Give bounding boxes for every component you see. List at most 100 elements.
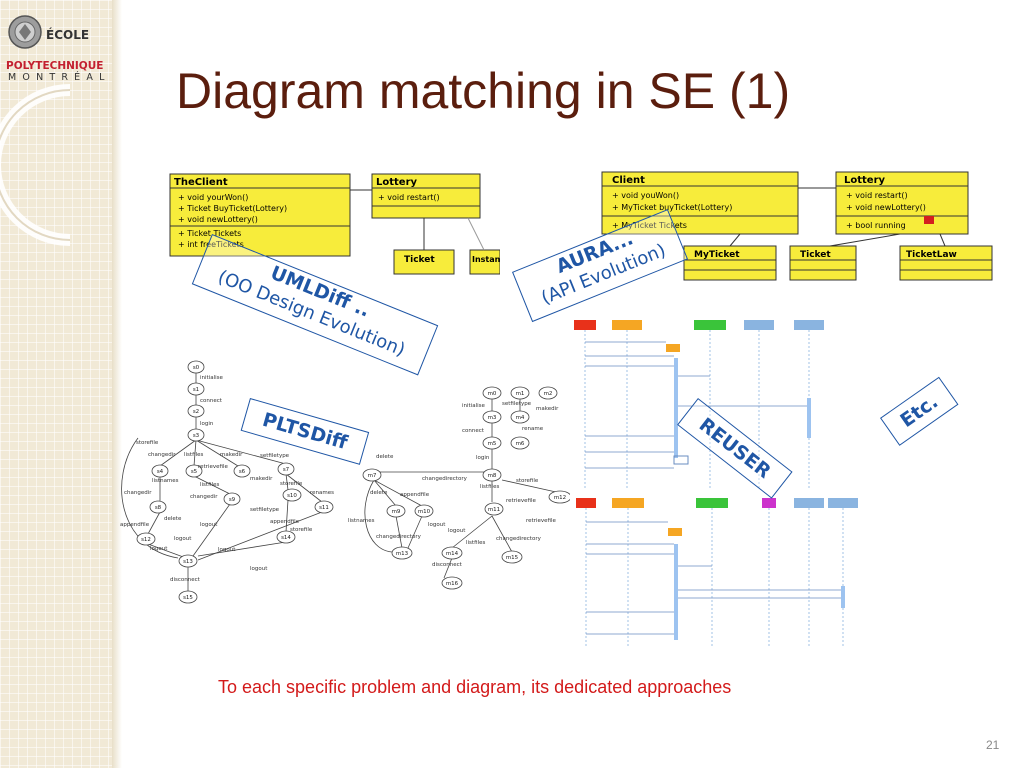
lts-left-state: s5 bbox=[191, 469, 198, 475]
uml-ticket-right-name: Ticket bbox=[800, 250, 831, 260]
lts-right-edge-label: changedirectory bbox=[376, 534, 422, 540]
sequence-diagram-bottom bbox=[570, 494, 870, 650]
uml-client-name: Client bbox=[612, 175, 645, 186]
lts-right-state: m3 bbox=[488, 415, 497, 421]
lts-right-state: m15 bbox=[506, 555, 519, 561]
lts-left-state: s2 bbox=[193, 409, 199, 415]
uml-class-ticket: Ticket bbox=[393, 249, 455, 275]
uml-class-ticket-right: Ticket bbox=[789, 245, 857, 281]
lts-right-edge-label: listfiles bbox=[466, 540, 485, 546]
page-number: 21 bbox=[986, 738, 1000, 752]
lts-right-edge-label: listnames bbox=[348, 518, 375, 524]
lts-right-state: m12 bbox=[554, 495, 566, 501]
lts-right-edge-label: changedirectory bbox=[422, 476, 468, 482]
lts-right-edge-label: listfiles bbox=[480, 484, 499, 490]
lts-left-edge-label: changedir bbox=[124, 490, 152, 496]
crest-icon bbox=[8, 15, 42, 49]
lts-left-edge-label: makedir bbox=[250, 476, 273, 482]
lts-left-edge-label: logout bbox=[200, 522, 218, 528]
lts-right-edge-label: retrievefile bbox=[506, 498, 536, 504]
lts-left-edge-label: retrievefile bbox=[198, 464, 228, 470]
decorative-arcs bbox=[0, 84, 71, 246]
uml-ticket-name: Ticket bbox=[404, 255, 435, 265]
lts-right-state: m1 bbox=[516, 391, 525, 397]
slide-title: Diagram matching in SE (1) bbox=[176, 63, 791, 119]
logo-polytechnique: POLYTECHNIQUE bbox=[6, 60, 104, 72]
lts-left-state: s4 bbox=[157, 469, 164, 475]
lts-left-state: s3 bbox=[193, 433, 200, 439]
lts-left-state: s8 bbox=[155, 505, 162, 511]
lts-right-edge-label: logout bbox=[428, 522, 446, 528]
uml-diagram-right: Client + void youWon() + MyTicket buyTic… bbox=[601, 171, 993, 281]
slide-tagline: To each specific problem and diagram, it… bbox=[218, 677, 732, 697]
lts-right-state: m0 bbox=[488, 391, 497, 397]
lts-right-edge-label: makedir bbox=[536, 406, 559, 412]
logo-montreal: MONTRÉAL bbox=[8, 72, 111, 83]
lts-right-state: m9 bbox=[392, 509, 401, 515]
lts-right-state: m11 bbox=[488, 507, 500, 513]
uml-class-lottery: Lottery + void restart() bbox=[371, 173, 481, 219]
lts-left-edge-label: logout bbox=[218, 547, 236, 553]
uml-myticket-name: MyTicket bbox=[694, 250, 740, 260]
lts-left-state: s9 bbox=[229, 497, 236, 503]
lts-left-edge-label: makedir bbox=[220, 452, 243, 458]
lts-right-edge-label: rename bbox=[522, 426, 544, 432]
lts-left-state: s12 bbox=[141, 537, 151, 543]
lts-left-edge-label: changedir bbox=[190, 494, 218, 500]
uml-lottery-right-attr: + bool running bbox=[846, 221, 906, 230]
lts-left-edge-label: appendfile bbox=[120, 522, 150, 528]
lts-left-edge-label: initialise bbox=[200, 375, 224, 381]
lts-right-state: m5 bbox=[488, 441, 497, 447]
lts-left-edge-label: changedir bbox=[148, 452, 176, 458]
lts-left-edge-label: connect bbox=[200, 398, 223, 404]
lts-left-edge-label: listfiles bbox=[184, 452, 203, 458]
uml-ticketlaw-name: TicketLaw bbox=[906, 250, 957, 260]
lts-left-edge-label: storefile bbox=[136, 440, 159, 446]
lts-left-state: s7 bbox=[283, 467, 290, 473]
lts-right-edge-label: connect bbox=[462, 428, 485, 434]
uml-instance-name: Instance bbox=[472, 255, 500, 264]
lts-left-state: s11 bbox=[319, 505, 329, 511]
uml-theclient-name: TheClient bbox=[174, 177, 228, 188]
lts-left-state: s13 bbox=[183, 559, 193, 565]
uml-theclient-attr: + Ticket Tickets bbox=[178, 229, 241, 238]
lts-left-edge-label: setfiletype bbox=[260, 453, 290, 459]
lts-left-edge-label: disconnect bbox=[170, 577, 201, 583]
lts-left-edge-label: listnames bbox=[152, 478, 179, 484]
etc-label: Etc. bbox=[880, 376, 959, 446]
lts-right-state: m7 bbox=[368, 473, 377, 479]
lts-left-edge-label: storefile bbox=[290, 527, 313, 533]
lts-right-edge-label: disconnect bbox=[432, 562, 463, 568]
lts-right-edge-label: appendfile bbox=[400, 492, 430, 498]
uml-class-myticket: MyTicket bbox=[683, 245, 777, 281]
uml-class-theclient: TheClient + void yourWon() + Ticket BuyT… bbox=[169, 173, 351, 257]
sequence-diagram-top bbox=[570, 318, 840, 490]
lts-right-edge-label: retrievefile bbox=[526, 518, 556, 524]
school-logo: ÉCOLE POLYTECHNIQUE MONTRÉAL bbox=[0, 6, 118, 86]
sidebar-texture bbox=[0, 0, 114, 768]
lts-left-state: s15 bbox=[183, 595, 193, 601]
lts-right-edge-label: storefile bbox=[516, 478, 539, 484]
lts-left-state: s14 bbox=[281, 535, 291, 541]
uml-lottery-name: Lottery bbox=[376, 177, 418, 188]
lts-right-edge-label: login bbox=[476, 455, 490, 461]
uml-theclient-method: + Ticket BuyTicket(Lottery) bbox=[178, 204, 287, 213]
lts-left-edge-label: delete bbox=[164, 516, 182, 522]
lts-left-state: s6 bbox=[239, 469, 246, 475]
uml-class-ticketlaw: TicketLaw bbox=[899, 245, 993, 281]
uml-class-lottery-right: Lottery + void restart() + void newLotte… bbox=[835, 171, 969, 235]
uml-theclient-method: + void yourWon() bbox=[178, 193, 248, 202]
lts-right-state: m2 bbox=[544, 391, 553, 397]
lts-left-edge-label: logout bbox=[150, 546, 168, 552]
lts-right-state: m16 bbox=[446, 581, 459, 587]
uml-class-client: Client + void youWon() + MyTicket buyTic… bbox=[601, 171, 799, 235]
uml-diagram-left: TheClient + void yourWon() + Ticket BuyT… bbox=[169, 173, 500, 275]
sidebar-shadow bbox=[112, 0, 122, 768]
lts-left-edge-label: appendfile bbox=[270, 519, 300, 525]
lts-right-state: m6 bbox=[516, 441, 525, 447]
lts-left-edge-label: renames bbox=[310, 490, 334, 496]
uml-theclient-method: + void newLottery() bbox=[178, 215, 258, 224]
lts-diagram-right: m0 m1 m2 m3 m4 m5 m6 m7 m8 m9 m10 m11 m1… bbox=[348, 386, 572, 590]
lts-right-state: m4 bbox=[516, 415, 525, 421]
lts-left-edge-label: logout bbox=[250, 566, 268, 572]
